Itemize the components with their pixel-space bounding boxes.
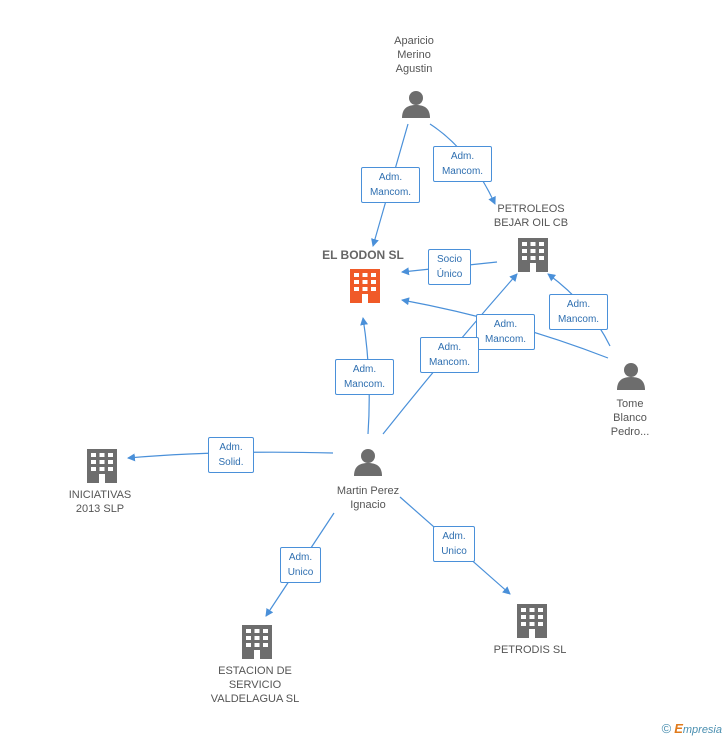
node-label-iniciativas[interactable]: INICIATIVAS 2013 SLP bbox=[68, 489, 132, 515]
edge-label-martin-petroleos: Adm. Mancom. bbox=[420, 337, 479, 373]
person-icon-aparicio[interactable] bbox=[402, 91, 430, 118]
edge-label-aparicio-bodon: Adm. Mancom. bbox=[361, 167, 420, 203]
node-label-martin[interactable]: Martin Perez Ignacio bbox=[336, 485, 400, 511]
edge-label-tome-bodon: Adm. Mancom. bbox=[476, 314, 535, 350]
brand-logo-e: E bbox=[674, 721, 683, 736]
person-icon-tome[interactable] bbox=[617, 363, 645, 390]
edge-label-tome-petroleos: Adm. Mancom. bbox=[549, 294, 608, 330]
edge-label-martin-estacion: Adm. Unico bbox=[280, 547, 321, 583]
node-label-tome[interactable]: Tome Blanco Pedro... bbox=[610, 398, 650, 438]
brand-name: mpresia bbox=[682, 724, 722, 736]
edge-label-martin-iniciativas: Adm. Solid. bbox=[208, 437, 254, 473]
footer-brand: ©Empresia bbox=[662, 721, 722, 736]
node-label-petrodis[interactable]: PETRODIS SL bbox=[493, 644, 567, 656]
person-icon-martin[interactable] bbox=[354, 449, 382, 476]
building-icon-iniciativas[interactable] bbox=[87, 449, 117, 483]
edge-label-martin-petrodis: Adm. Unico bbox=[433, 526, 475, 562]
edge-label-petroleos-bodon: Socio Único bbox=[428, 249, 471, 285]
building-icon-petrodis[interactable] bbox=[517, 604, 547, 638]
node-label-aparicio[interactable]: Aparicio Merino Agustin bbox=[394, 35, 434, 75]
node-label-petroleos[interactable]: PETROLEOS BEJAR OIL CB bbox=[493, 203, 569, 229]
edge-label-martin-bodon: Adm. Mancom. bbox=[335, 359, 394, 395]
edge-label-aparicio-petroleos: Adm. Mancom. bbox=[433, 146, 492, 182]
building-icon-petroleos[interactable] bbox=[518, 238, 548, 272]
copyright-icon: © bbox=[661, 721, 672, 736]
building-icon-el-bodon[interactable] bbox=[350, 269, 380, 303]
node-label-estacion[interactable]: ESTACION DE SERVICIO VALDELAGUA SL bbox=[210, 665, 300, 705]
building-icon-estacion[interactable] bbox=[242, 625, 272, 659]
node-label-el-bodon[interactable]: EL BODON SL bbox=[322, 248, 404, 262]
